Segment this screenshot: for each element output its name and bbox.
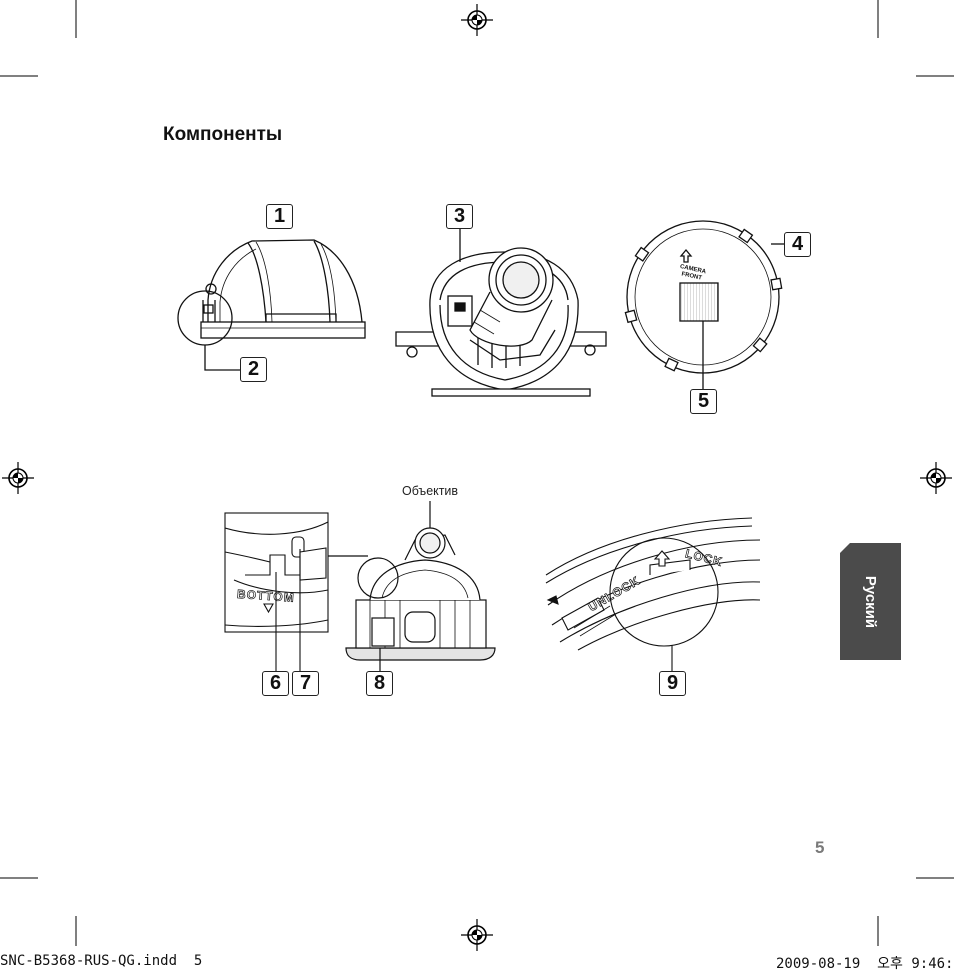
bottom-detail-inset: BOTTOM [224,512,329,671]
registration-mark-right [919,461,953,495]
callout-9: 9 [659,671,686,696]
footer-timestamp: 2009-08-19 오후 9:46: [776,956,954,972]
callout-7: 7 [292,671,319,696]
leader-line-2 [204,345,240,371]
camera-module-drawing [395,229,607,397]
label-window [679,282,719,322]
language-tab-label: Руский [862,575,879,628]
unlock-label: UNLOCK [586,573,643,614]
back-plate-drawing: CAMERA FRONT [624,220,784,389]
dome-cover-drawing [177,239,366,371]
page-title: Компоненты [163,124,283,145]
lens-label: Объектив [402,483,458,498]
registration-mark-top [460,3,494,37]
callout-4: 4 [784,232,811,257]
footer-filename: SNC-B5368-RUS-QG.indd 5 [0,953,203,969]
callout-2: 2 [240,357,267,382]
crop-marks [0,0,954,946]
bottom-label: BOTTOM [237,587,296,605]
registration-mark-left [1,461,35,495]
up-arrow-icon [653,550,671,567]
callout-3: 3 [446,204,473,229]
callout-5: 5 [690,389,717,414]
language-tab: Руский [840,543,901,660]
magnifier-circle [357,557,399,599]
camera-side-drawing: Объектив [328,483,496,671]
front-label: FRONT [681,271,703,281]
magnifier-circle [609,537,719,647]
registration-mark-bottom [460,918,494,952]
callout-8: 8 [366,671,393,696]
triangle-marker-icon [263,603,274,614]
page-number: 5 [815,838,825,857]
callout-6: 6 [262,671,289,696]
lock-ring-drawing: UNLOCK LOCK [545,517,761,671]
callout-1: 1 [266,204,293,229]
up-arrow-icon [679,248,693,263]
camera-label: CAMERA [679,264,707,275]
